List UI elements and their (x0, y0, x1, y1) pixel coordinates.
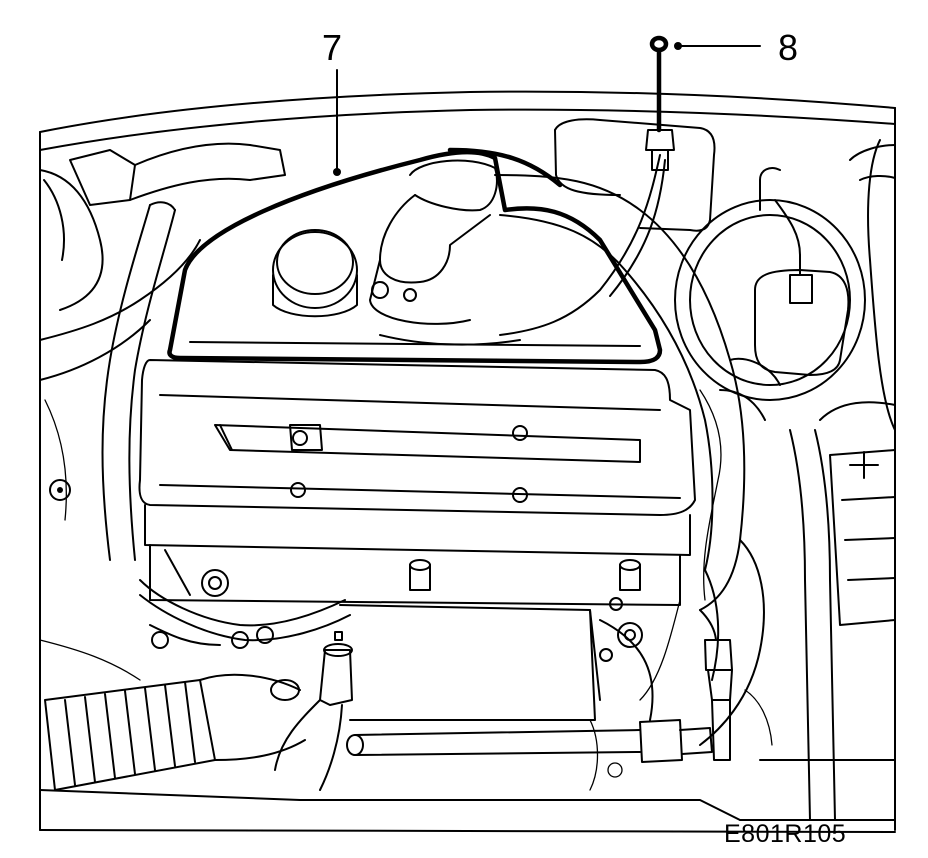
left-fender (39, 142, 286, 831)
oil-filler-cap (272, 229, 358, 318)
brake-booster (674, 167, 866, 401)
harness-wires (379, 147, 666, 346)
callout-leaders (333, 69, 341, 176)
valve-cover (138, 359, 696, 516)
air-cleaner-cover (167, 150, 663, 365)
intake-hose-right (494, 174, 781, 746)
connector (699, 609, 733, 761)
engine-lower (339, 597, 654, 721)
figure-code: E801R105 (724, 820, 847, 848)
cylinder-head (144, 504, 691, 606)
sensor-8 (645, 35, 761, 171)
fuel-lines (139, 579, 351, 649)
callout-8-label: 8 (778, 27, 799, 68)
callout-7-label: 7 (322, 27, 343, 68)
intake-elbow (369, 159, 498, 325)
bellows-hose (44, 673, 306, 791)
hood-edge (39, 90, 896, 151)
intake-hose-left (101, 201, 176, 561)
detail-wires (39, 389, 773, 791)
battery (819, 401, 896, 626)
expansion-tank (554, 118, 716, 232)
solenoid-valve (274, 631, 353, 791)
right-fender (849, 107, 896, 831)
brake-reservoir (754, 199, 850, 376)
frame-rail (39, 429, 896, 833)
bottom-pipe (346, 719, 713, 763)
